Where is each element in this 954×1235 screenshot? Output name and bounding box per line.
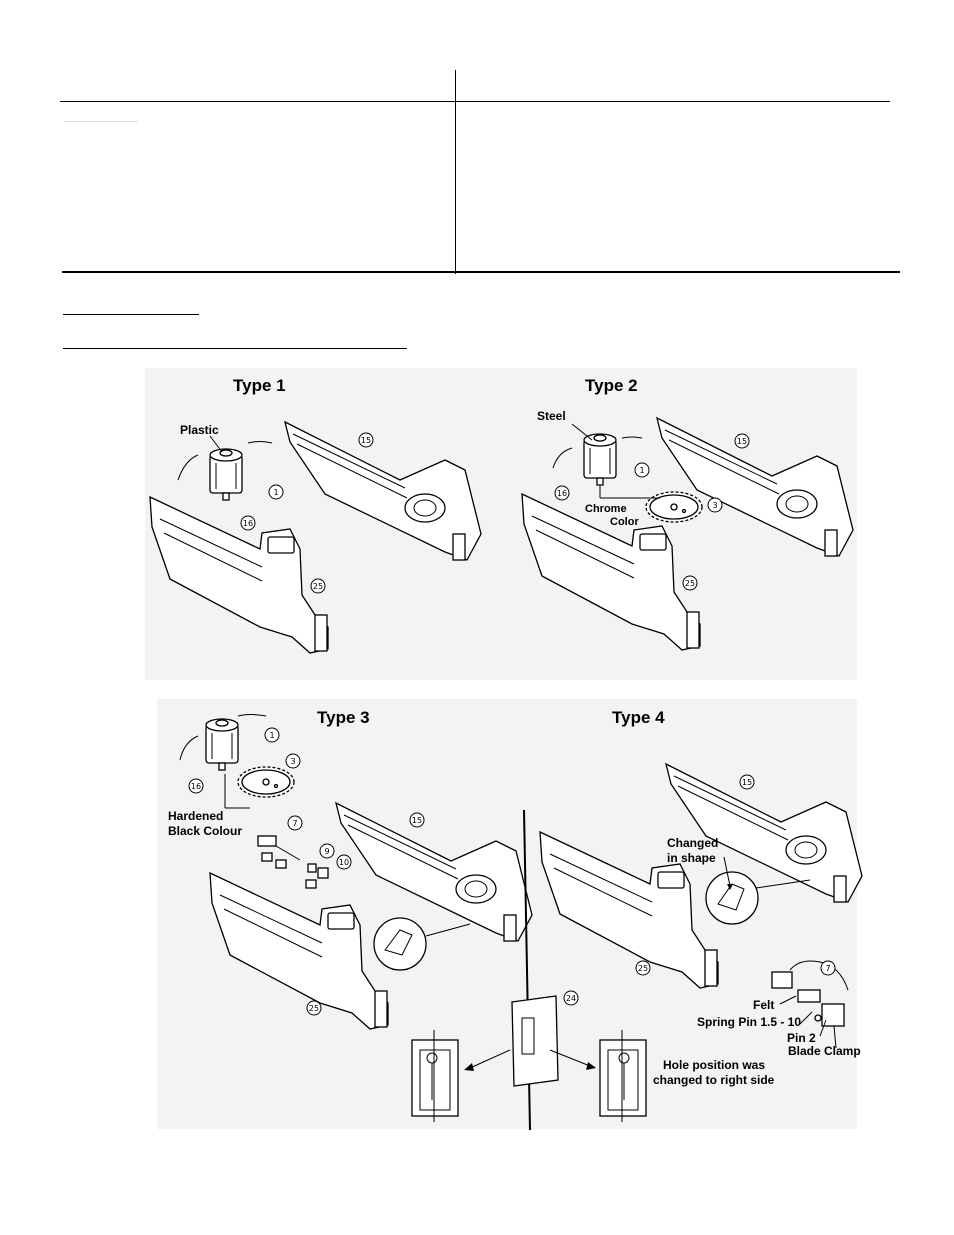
callout-25: 25 (635, 960, 651, 976)
svg-text:9: 9 (324, 847, 329, 856)
svg-text:1: 1 (639, 466, 644, 475)
callout-16: 16 (554, 485, 570, 501)
svg-text:3: 3 (712, 501, 717, 510)
callout-10: 10 (336, 854, 352, 870)
callout-24: 24 (563, 990, 579, 1006)
panel-title-type-4: Type 4 (612, 708, 665, 727)
header-top-rule (60, 101, 890, 102)
callout-1: 1 (634, 462, 650, 478)
label-changed: Changed (667, 836, 719, 850)
callout-7: 7 (287, 815, 303, 831)
callout-1: 1 (268, 484, 284, 500)
callout-25: 25 (682, 575, 698, 591)
faint-underline (64, 121, 138, 122)
callout-7: 7 (820, 960, 836, 976)
svg-text:7: 7 (825, 964, 830, 973)
label-plastic: Plastic (180, 423, 219, 437)
callout-25: 25 (310, 578, 326, 594)
section-underline-short (63, 314, 199, 315)
label-in-shape: in shape (667, 851, 716, 865)
panel-title-type-2: Type 2 (585, 376, 638, 395)
label-hardened: Hardened (168, 809, 224, 823)
panel-title-type-3: Type 3 (317, 708, 370, 727)
svg-text:1: 1 (273, 488, 278, 497)
svg-text:25: 25 (313, 582, 323, 591)
label-steel: Steel (537, 409, 566, 423)
panel-title-type-1: Type 1 (233, 376, 286, 395)
callout-15: 15 (358, 432, 374, 448)
callout-16: 16 (188, 778, 204, 794)
label-changed-right: changed to right side (653, 1073, 775, 1087)
svg-text:24: 24 (566, 994, 576, 1003)
svg-text:16: 16 (557, 489, 567, 498)
label-pin-2: Pin 2 (787, 1031, 816, 1045)
callout-16: 16 (240, 515, 256, 531)
section-underline-long (63, 348, 407, 349)
svg-text:10: 10 (339, 858, 349, 867)
svg-text:7: 7 (292, 819, 297, 828)
svg-text:15: 15 (361, 436, 371, 445)
header-bottom-rule (62, 271, 900, 273)
callout-15: 15 (739, 774, 755, 790)
svg-text:15: 15 (737, 437, 747, 446)
label-spring-pin: Spring Pin 1.5 - 10 (697, 1015, 802, 1029)
callout-15: 15 (409, 812, 425, 828)
label-blade-clamp: Blade Clamp (788, 1044, 861, 1058)
header-column-divider (455, 70, 456, 274)
label-hole-position: Hole position was (663, 1058, 766, 1072)
callout-3: 3 (707, 497, 723, 513)
svg-text:16: 16 (243, 519, 253, 528)
label-color: Color (610, 516, 639, 528)
callout-1: 1 (264, 727, 280, 743)
svg-text:15: 15 (412, 816, 422, 825)
svg-text:16: 16 (191, 782, 201, 791)
svg-text:15: 15 (742, 778, 752, 787)
callout-3: 3 (285, 753, 301, 769)
label-felt: Felt (753, 998, 775, 1012)
svg-text:25: 25 (309, 1004, 319, 1013)
callout-9: 9 (319, 843, 335, 859)
svg-text:1: 1 (269, 731, 274, 740)
callout-15: 15 (734, 433, 750, 449)
label-chrome: Chrome (585, 503, 627, 515)
svg-text:3: 3 (290, 757, 295, 766)
svg-text:25: 25 (638, 964, 648, 973)
label-black-colour: Black Colour (168, 824, 243, 838)
svg-text:25: 25 (685, 579, 695, 588)
callout-25: 25 (306, 1000, 322, 1016)
